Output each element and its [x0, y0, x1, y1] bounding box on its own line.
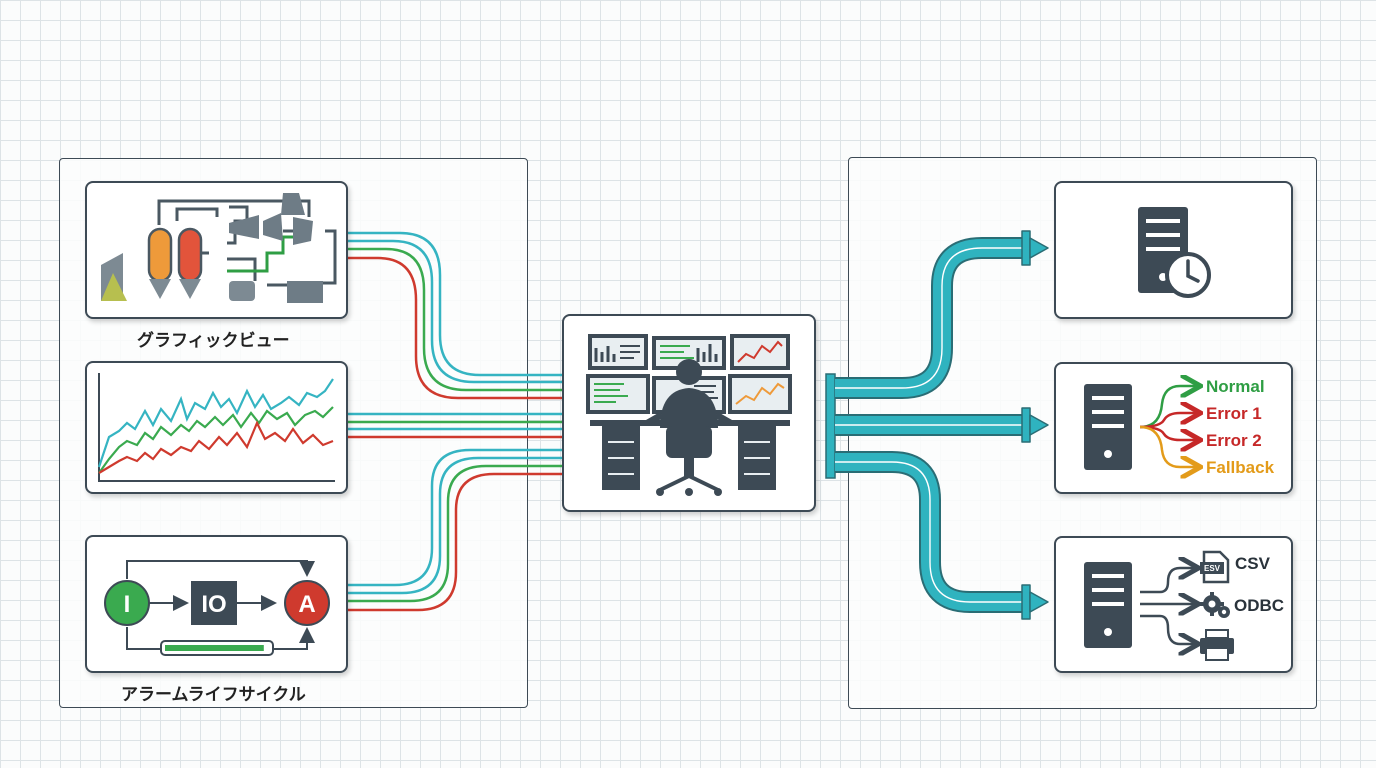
- route-normal: [1139, 386, 1198, 429]
- alarm-lifecycle-caption: アラームライフサイクル: [121, 685, 306, 704]
- printer-icon: [1200, 629, 1234, 661]
- pipe-to-history: [835, 237, 1024, 399]
- route-error-1: [1139, 413, 1198, 429]
- state-active: A: [284, 580, 330, 626]
- trend-lines-icon: [97, 373, 335, 482]
- state-active-label: A: [298, 591, 315, 618]
- progress-fill: [165, 645, 264, 651]
- state-io-label: IO: [201, 591, 226, 618]
- route-fallback: [1139, 425, 1198, 467]
- link-alarm-cyan: [345, 448, 562, 587]
- trend-series-cyan: [97, 378, 334, 468]
- pipe-to-export: [835, 451, 1024, 613]
- alarm-lifecycle-card[interactable]: I IO A: [85, 535, 348, 673]
- clock-icon: [1165, 252, 1211, 298]
- routing-icon: [1084, 364, 1291, 492]
- route-error-2: [1139, 425, 1198, 440]
- graphic-view-caption: グラフィックビュー: [137, 331, 290, 350]
- route-label-normal: Normal: [1206, 377, 1265, 396]
- link-graphic-cyan-2: [345, 239, 562, 384]
- trend-series-red: [98, 420, 334, 474]
- route-label-fallback: Fallback: [1206, 458, 1275, 477]
- plant-schematic-icon: [101, 193, 337, 303]
- pipe-arrow-export: [1029, 591, 1049, 613]
- format-label-csv: CSV: [1235, 554, 1270, 573]
- link-graphic-red: [345, 256, 562, 400]
- state-initial: I: [104, 580, 150, 626]
- csv-file-icon-label: ESV: [1204, 564, 1221, 573]
- state-initial-label: I: [124, 591, 131, 618]
- link-graphic-green: [345, 247, 562, 392]
- link-graphic-cyan: [345, 231, 562, 377]
- pipe-cap-history: [1021, 230, 1031, 266]
- server-clock-icon: [1138, 207, 1211, 298]
- route-label-error-1: Error 1: [1206, 404, 1262, 423]
- history-server-card[interactable]: [1054, 181, 1293, 319]
- operator-workstation-card[interactable]: [562, 314, 816, 512]
- pipe-arrow-routing: [1029, 414, 1049, 436]
- export-icon: ESV: [1084, 550, 1234, 661]
- csv-file-icon: ESV: [1200, 550, 1230, 584]
- link-alarm-cyan-2: [345, 456, 562, 595]
- monitor-top-left: [588, 334, 648, 370]
- monitor-bottom-right: [728, 374, 792, 414]
- trend-series-green: [98, 406, 334, 474]
- graphic-view-card[interactable]: [85, 181, 348, 319]
- link-alarm-green: [345, 464, 562, 603]
- pipe-cap-routing: [1021, 407, 1031, 443]
- operator-person-icon: [646, 359, 732, 496]
- operator-console-icon: [586, 334, 792, 496]
- link-alarm-red: [345, 472, 562, 612]
- format-label-odbc: ODBC: [1234, 596, 1285, 615]
- odbc-gears-icon: [1200, 592, 1230, 618]
- alarm-state-diagram: I IO A: [104, 560, 330, 656]
- data-export-card[interactable]: ESV CSV ODBC: [1054, 536, 1293, 673]
- monitor-top-right: [730, 334, 790, 370]
- pipe-connector: [825, 373, 836, 479]
- route-label-error-2: Error 2: [1206, 431, 1262, 450]
- pipe-cap-export: [1021, 584, 1031, 620]
- trend-chart-card[interactable]: [85, 361, 348, 494]
- monitor-bottom-left: [586, 374, 650, 414]
- state-io: IO: [191, 581, 237, 625]
- pipe-arrow-history: [1029, 237, 1049, 259]
- alarm-routing-card[interactable]: Normal Error 1 Error 2 Fallback: [1054, 362, 1293, 494]
